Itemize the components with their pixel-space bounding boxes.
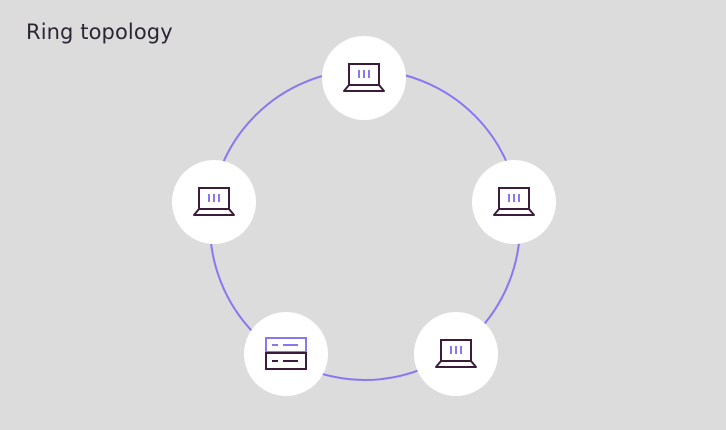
diagram-title: Ring topology	[26, 20, 173, 44]
laptop-node-left	[172, 160, 256, 244]
laptop-icon	[193, 187, 235, 216]
laptop-node-right	[472, 160, 556, 244]
laptop-icon	[435, 339, 477, 368]
server-icon	[265, 337, 307, 370]
laptop-icon	[343, 63, 385, 92]
laptop-icon	[493, 187, 535, 216]
laptop-node-bottom-right	[414, 312, 498, 396]
server-node	[244, 312, 328, 396]
laptop-node-top	[322, 36, 406, 120]
